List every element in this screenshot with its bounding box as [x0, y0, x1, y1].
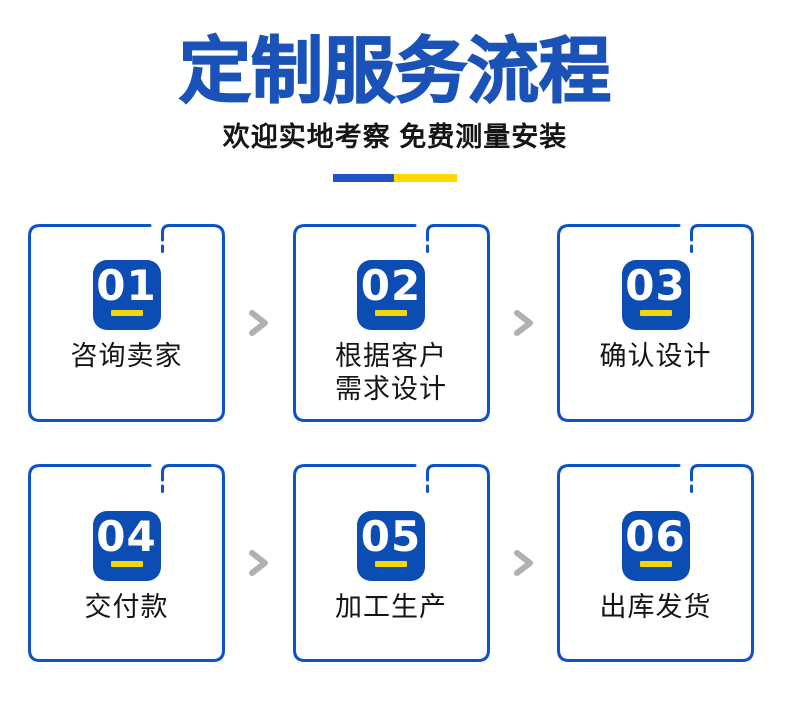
step-number-badge: 04 [92, 511, 161, 581]
arrow-right-icon [512, 549, 536, 577]
step-card-4: 04 交付款 [28, 464, 225, 662]
step-number-badge: 01 [92, 260, 161, 330]
divider [333, 174, 457, 182]
step-card-5: 05 加工生产 [292, 464, 490, 662]
divider-blue-segment [333, 174, 394, 182]
step-label: 出库发货 [599, 592, 712, 622]
arrow-right-icon [247, 309, 271, 337]
step-label: 咨询卖家 [70, 341, 183, 371]
divider-yellow-segment [394, 174, 457, 182]
step-number: 06 [625, 512, 686, 561]
arrow-right-icon [512, 309, 536, 337]
step-number-badge: 06 [621, 511, 690, 581]
step-number-badge: 03 [621, 260, 690, 330]
step-number: 03 [625, 261, 686, 310]
step-label: 根据客户 需求设计 [335, 341, 447, 404]
badge-underline [110, 561, 143, 567]
arrow-right-icon [247, 549, 271, 577]
steps-grid: 01 咨询卖家 02 根据客户 需求设计 03 [28, 224, 757, 662]
step-card-2: 02 根据客户 需求设计 [292, 224, 490, 422]
page-title: 定制服务流程 [178, 32, 612, 112]
step-number: 01 [96, 261, 157, 310]
step-label: 确认设计 [599, 341, 712, 371]
badge-underline [110, 310, 143, 316]
step-number-badge: 02 [357, 260, 425, 330]
page-subtitle: 欢迎实地考察 免费测量安装 [222, 122, 568, 152]
badge-underline [639, 310, 672, 316]
step-number: 04 [96, 512, 157, 561]
step-card-3: 03 确认设计 [557, 224, 754, 422]
step-card-1: 01 咨询卖家 [28, 224, 225, 422]
badge-underline [375, 310, 407, 316]
step-number-badge: 05 [357, 511, 425, 581]
badge-underline [375, 561, 407, 567]
step-number: 05 [360, 512, 422, 561]
step-label: 加工生产 [335, 592, 447, 622]
step-label: 交付款 [84, 592, 169, 622]
hero-header: 定制服务流程 欢迎实地考察 免费测量安装 [0, 0, 790, 182]
step-number: 02 [360, 261, 422, 310]
step-card-6: 06 出库发货 [557, 464, 754, 662]
badge-underline [639, 561, 672, 567]
